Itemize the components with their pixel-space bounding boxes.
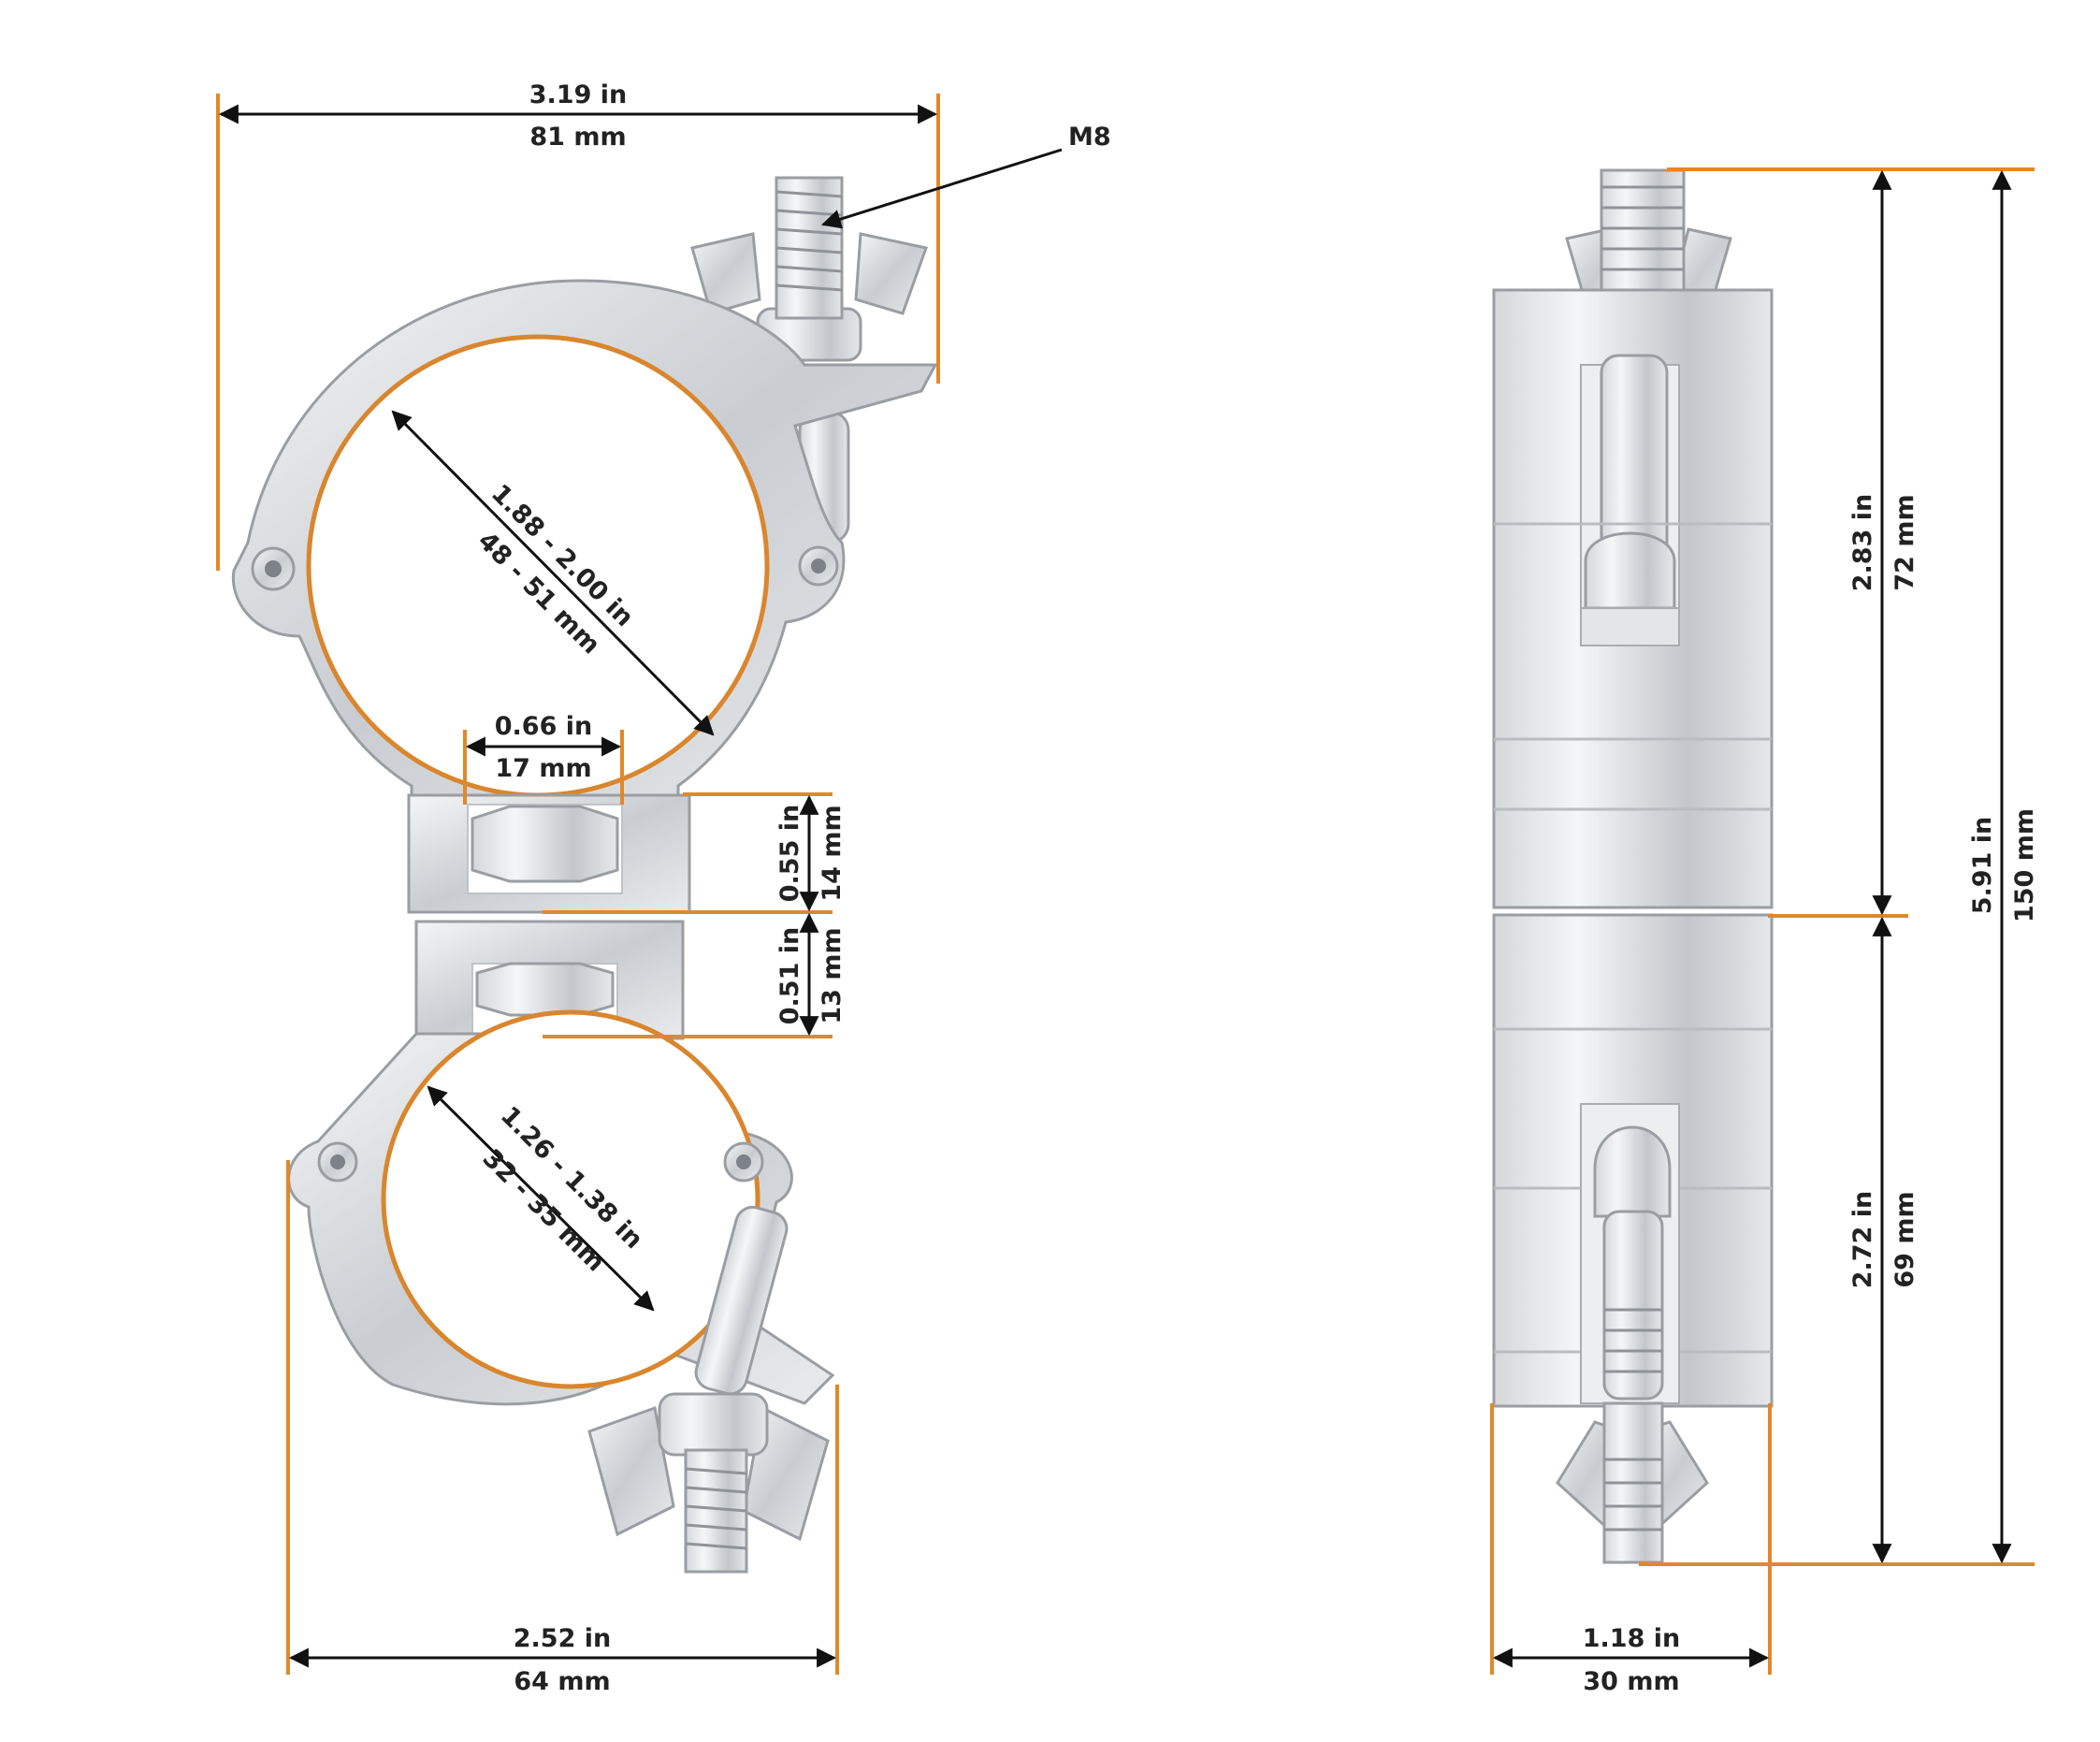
- lower-width-metric: 64 mm: [514, 1667, 610, 1696]
- upper-height-imperial: 2.83 in: [1848, 494, 1877, 592]
- overall-width-metric: 81 mm: [529, 123, 626, 152]
- total-height-imperial: 5.91 in: [1968, 817, 1997, 915]
- lower-height-imperial: 2.72 in: [1848, 1191, 1877, 1289]
- side-view-clamp: [1492, 168, 1774, 1564]
- gap-width-imperial: 0.66 in: [495, 712, 593, 741]
- bolt-size-label: M8: [1068, 123, 1111, 152]
- depth-imperial: 1.18 in: [1583, 1624, 1681, 1653]
- upper-height-metric: 72 mm: [1890, 494, 1919, 590]
- small-bore-dimension: [427, 1085, 655, 1312]
- center-swivel: [407, 793, 691, 1040]
- side-view-dimensions: 2.83 in 72 mm 2.72 in 69 mm 5.91 in 150 …: [1490, 167, 2039, 1696]
- lower-block-imperial: 0.51 in: [775, 927, 804, 1025]
- bolt-leader-line: [820, 148, 1063, 229]
- overall-width-imperial: 3.19 in: [529, 80, 628, 109]
- lower-wing-nut: [587, 1205, 830, 1574]
- upper-block-imperial: 0.55 in: [775, 805, 804, 903]
- upper-wing-nut: [690, 176, 928, 544]
- upper-block-metric: 14 mm: [818, 805, 847, 901]
- large-bore-dimension: [391, 410, 715, 736]
- side-top-bolt: [1600, 168, 1686, 308]
- total-height-metric: 150 mm: [2010, 808, 2039, 922]
- lower-height-metric: 69 mm: [1890, 1191, 1919, 1287]
- gap-width-metric: 17 mm: [495, 754, 591, 783]
- lower-block-metric: 13 mm: [818, 927, 847, 1023]
- lower-width-imperial: 2.52 in: [514, 1624, 612, 1653]
- depth-metric: 30 mm: [1583, 1667, 1679, 1696]
